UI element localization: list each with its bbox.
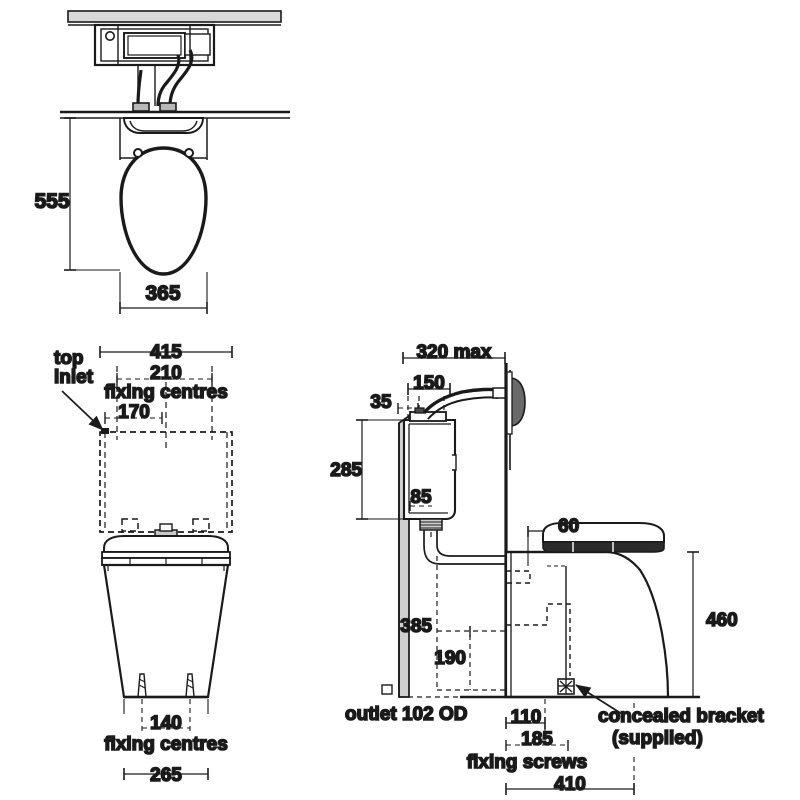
front-pan-body [102, 563, 230, 699]
dim-label-285: 285 [330, 460, 362, 481]
label-concealed-bracket-line2: (supplied) [612, 728, 703, 749]
dim-35: 35 [370, 391, 419, 414]
plan-flush-connectors [132, 49, 194, 112]
dim-label-35: 35 [370, 392, 392, 413]
side-pan-internal-dashed [436, 556, 571, 690]
side-pan-body [504, 550, 670, 699]
dim-110: 110 [505, 706, 546, 729]
dim-320-max: 320 max [402, 341, 506, 364]
label-top-inlet-line2: inlet [54, 367, 94, 388]
label-concealed-bracket: concealed bracket (supplied) [597, 705, 765, 750]
dim-170: 170 [104, 401, 163, 424]
dim-label-150: 150 [413, 373, 445, 394]
label-top-inlet: top inlet [53, 347, 109, 434]
dim-label-365: 365 [145, 282, 180, 305]
label-fixing-centres-lower: fixing centres [104, 734, 228, 755]
dim-label-140: 140 [150, 713, 182, 734]
dim-label-410: 410 [554, 774, 586, 795]
dim-label-460: 460 [706, 610, 738, 631]
label-top-inlet-line1: top [54, 348, 84, 369]
label-concealed-bracket-line1: concealed bracket [598, 706, 764, 727]
label-outlet-od-text: outlet 102 OD [345, 704, 467, 725]
dim-label-385: 385 [400, 616, 432, 637]
dim-85: 85 [409, 486, 433, 511]
dim-410: 410 [505, 703, 635, 796]
dim-label-170: 170 [118, 402, 150, 423]
dim-label-320-max: 320 max [416, 342, 491, 363]
dim-label-210: 210 [150, 363, 182, 384]
dim-460: 460 [668, 551, 739, 698]
dim-label-265: 265 [150, 765, 182, 786]
dim-150: 150 [407, 372, 451, 395]
front-seat-stack [101, 535, 231, 566]
dim-365: 365 [119, 272, 208, 314]
dim-285: 285 [329, 419, 404, 520]
side-cistern [402, 387, 499, 521]
dim-140: 140 fixing centres [103, 699, 229, 756]
label-fixing-screws: fixing screws [467, 752, 587, 773]
dim-label-60: 60 [558, 516, 579, 537]
plan-upper-wall [67, 10, 282, 26]
dim-185: 185 fixing screws [466, 699, 588, 774]
front-bracket-feet [124, 673, 208, 699]
dim-label-85: 85 [410, 487, 432, 508]
dim-label-190: 190 [434, 648, 466, 669]
dim-60: 60 [527, 515, 580, 566]
concealed-bracket-leader [575, 684, 623, 715]
dim-385: 385 [399, 615, 506, 638]
concealed-bracket-icon [547, 565, 575, 695]
dim-190: 190 [433, 626, 506, 691]
plan-cistern-frame [93, 23, 216, 67]
side-flush-pipe [419, 518, 506, 565]
front-elevation-view: 415 210 fixing centres 170 top inlet [53, 341, 233, 787]
dim-555: 555 [34, 117, 120, 271]
plan-view: 555 365 [34, 10, 290, 314]
dim-415: 415 [99, 341, 233, 364]
dim-label-555: 555 [34, 190, 69, 213]
dim-label-110: 110 [511, 707, 542, 728]
plan-seat-outline [119, 146, 208, 276]
front-concealed-cistern [99, 366, 233, 533]
dim-label-185: 185 [521, 729, 553, 750]
dim-265: 265 [123, 699, 209, 787]
side-seat [542, 522, 665, 553]
side-section-view: 320 max 150 35 [329, 341, 765, 796]
label-outlet-od: outlet 102 OD [344, 684, 468, 726]
dim-label-415: 415 [150, 342, 182, 363]
